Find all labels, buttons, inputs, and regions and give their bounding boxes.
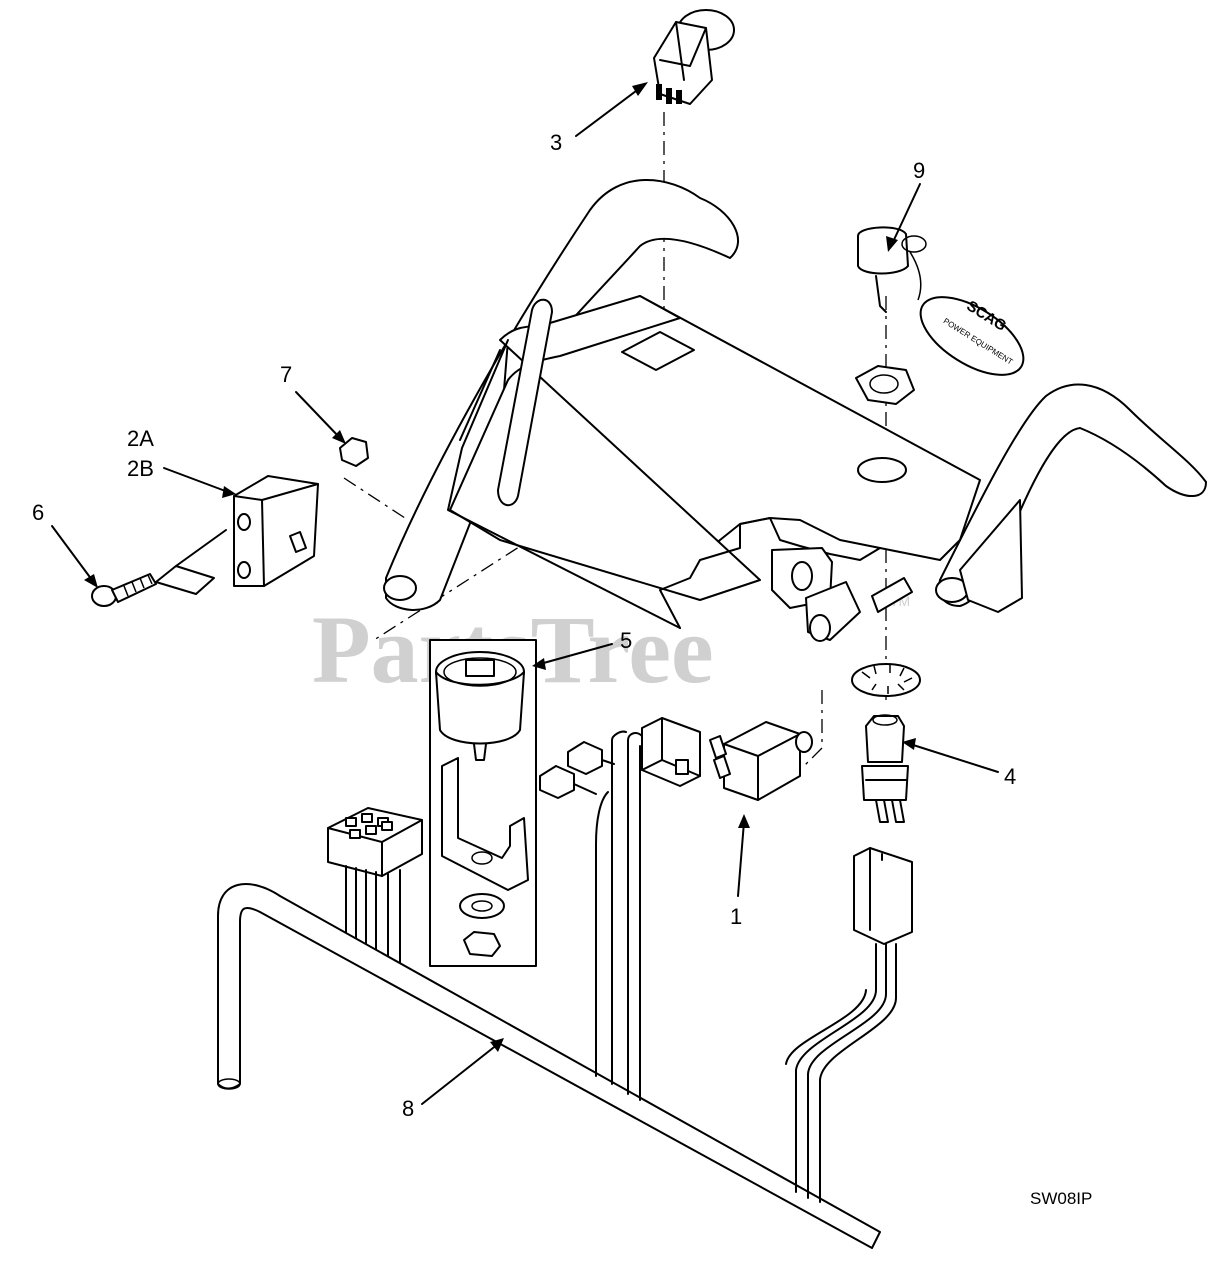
part-7-nut (339, 437, 369, 467)
callout-2b: 2B (127, 456, 154, 481)
callout-5: 5 (620, 628, 632, 653)
callout-1: 1 (730, 904, 742, 929)
callout-7: 7 (280, 362, 292, 387)
part-6-screw (91, 573, 157, 607)
callout-9: 9 (913, 158, 925, 183)
callout-labels: 3 9 7 2A 2B 6 5 4 1 8 (32, 130, 1016, 1121)
part-1-switch (641, 717, 813, 801)
part-4-sender (851, 577, 921, 823)
part-9-key: SCAG POWER EQUIPMENT (855, 226, 1025, 405)
callout-6: 6 (32, 500, 44, 525)
multi-pin-connector (327, 807, 423, 967)
part-5-hour-meter (429, 639, 537, 967)
spade-connectors (539, 741, 615, 799)
part-3-switch (653, 9, 735, 105)
callout-2a: 2A (127, 426, 154, 451)
diagram-code: SW08IP (1030, 1189, 1092, 1208)
control-panel-frame (383, 179, 1207, 642)
callout-4: 4 (1004, 764, 1016, 789)
callout-3: 3 (550, 130, 562, 155)
part-2-switch (155, 475, 319, 595)
callout-8: 8 (402, 1096, 414, 1121)
leader-lines (51, 82, 999, 1105)
part-8-harness (217, 730, 913, 1249)
